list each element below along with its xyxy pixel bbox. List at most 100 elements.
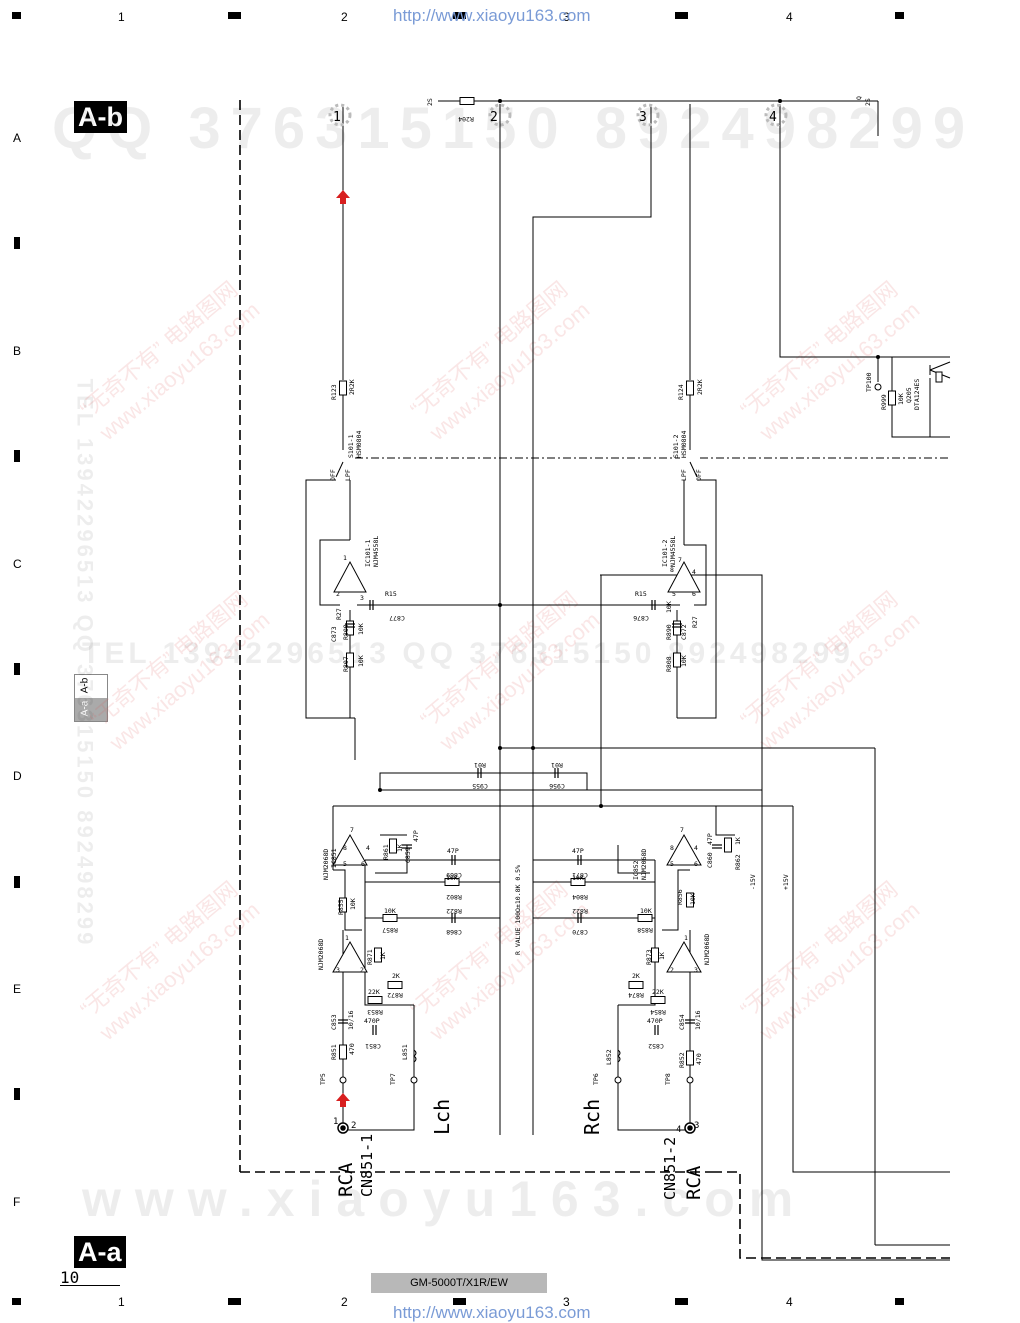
- jack-pin: 1: [333, 1117, 338, 1127]
- part-label: 47P: [706, 833, 714, 845]
- bus-node-markers: [328, 103, 788, 127]
- part-label: R27: [335, 608, 343, 620]
- pin-number: 8: [670, 844, 674, 852]
- resistor: [367, 996, 383, 1004]
- part-label: 2R2K: [696, 379, 704, 395]
- part-label: 10K: [897, 393, 905, 405]
- connector-label: RCA: [335, 1162, 357, 1197]
- part-label: C853: [330, 1014, 338, 1030]
- wires: [305, 100, 950, 1261]
- pin-number: 5: [672, 590, 676, 598]
- part-label: R874: [628, 991, 644, 999]
- part-label: LPF: [344, 469, 352, 481]
- part-label: C854: [678, 1014, 686, 1030]
- pin-number: 6: [361, 860, 365, 868]
- resistor: [339, 380, 347, 396]
- frame-marker: [14, 876, 20, 888]
- part-label: R858: [637, 926, 653, 934]
- part-label: IC101-1: [364, 540, 372, 567]
- part-label: R808: [665, 656, 673, 672]
- part-label: 10K: [689, 893, 697, 905]
- part-label: 10K: [572, 874, 584, 882]
- part-label: OFF: [329, 469, 337, 481]
- part-label: 1K: [396, 844, 404, 852]
- nav-tab-ab[interactable]: A-b: [75, 675, 107, 698]
- pin-number: 1: [343, 554, 347, 562]
- part-label: C851: [365, 1042, 381, 1050]
- part-label: C852: [648, 1042, 664, 1050]
- part-label: R15: [635, 590, 647, 598]
- part-label: Q205: [905, 387, 913, 403]
- column-number: 3: [563, 1295, 570, 1309]
- pin-number: 7: [680, 826, 684, 834]
- channel-label-left: Lch: [430, 1099, 454, 1135]
- jack-pin: 3: [694, 1121, 699, 1131]
- part-label: R999: [880, 394, 888, 410]
- part-label: 2R2K: [348, 379, 356, 395]
- part-label: R861: [382, 844, 390, 860]
- part-label: R15: [385, 590, 397, 598]
- jack-pin: 2: [351, 1121, 356, 1131]
- pin-number: 4: [366, 844, 370, 852]
- jack-pin: 4: [676, 1125, 681, 1135]
- part-label: 10K: [384, 907, 396, 915]
- part-label: S101-1: [347, 434, 355, 458]
- part-label: 1K: [734, 837, 742, 845]
- part-label: TP8: [664, 1073, 672, 1085]
- pin-number: 4: [694, 844, 698, 852]
- pin-number: 4: [692, 568, 696, 576]
- row-letter: A: [13, 131, 22, 145]
- connector-label: RCA: [683, 1165, 705, 1200]
- frame-marker: [228, 1298, 241, 1305]
- part-label: C877: [389, 614, 405, 622]
- bus-node-label: 3: [639, 110, 647, 125]
- bus-node-label: 4: [769, 110, 777, 125]
- part-label: -15V: [749, 874, 757, 890]
- part-label: 1K: [658, 952, 666, 960]
- frame-marker: [14, 1088, 20, 1100]
- pin-number: 7: [678, 556, 682, 564]
- block-frame: [239, 100, 950, 1259]
- part-label: 2S: [864, 98, 872, 106]
- part-label: R01: [551, 761, 563, 769]
- column-number: 2: [341, 1295, 348, 1309]
- op-amp: [332, 560, 702, 973]
- part-label: 47P: [572, 847, 584, 855]
- resistor: [724, 837, 732, 853]
- part-label: L851: [401, 1044, 409, 1060]
- frame-marker: [14, 450, 20, 462]
- pin-number: 5: [343, 860, 347, 868]
- part-label: 470: [348, 1043, 356, 1055]
- part-label: 470P: [647, 1017, 663, 1025]
- watermark-site: www.xiaoyu163.com: [82, 1171, 808, 1227]
- part-label: TP6: [592, 1073, 600, 1085]
- part-label: 10K: [349, 898, 357, 910]
- part-label: R856: [676, 889, 684, 905]
- part-label: R802: [446, 893, 462, 901]
- page-number: 10: [60, 1268, 80, 1287]
- part-label: R123: [330, 384, 338, 400]
- pin-number: 6: [694, 860, 698, 868]
- part-label: R851: [330, 1044, 338, 1060]
- model-label: GM-5000T/X1R/EW: [371, 1273, 547, 1293]
- coil: [413, 1049, 621, 1063]
- part-label: 47P: [447, 847, 459, 855]
- part-label: R809: [342, 624, 350, 640]
- part-label: R27: [691, 616, 699, 628]
- pin-number: 1: [345, 934, 349, 942]
- pin-number: 8: [670, 566, 674, 574]
- part-label: 2K: [632, 972, 640, 980]
- part-label: NJM2068D: [640, 849, 648, 880]
- frame-marker: [675, 12, 688, 19]
- row-letter: C: [13, 557, 22, 571]
- frame-marker: [14, 663, 20, 675]
- frame-marker: [895, 12, 904, 19]
- nav-tab-aa[interactable]: A-a: [75, 698, 107, 721]
- part-label: R822: [446, 907, 462, 915]
- rvalue-note: R VALUE 100Ω±10.8K 0.5%: [514, 865, 522, 955]
- part-label: R872: [387, 991, 403, 999]
- part-label: R871: [366, 949, 374, 965]
- part-label: R822: [572, 907, 588, 915]
- frame-marker: [895, 1298, 904, 1305]
- part-label: 10K: [665, 601, 673, 613]
